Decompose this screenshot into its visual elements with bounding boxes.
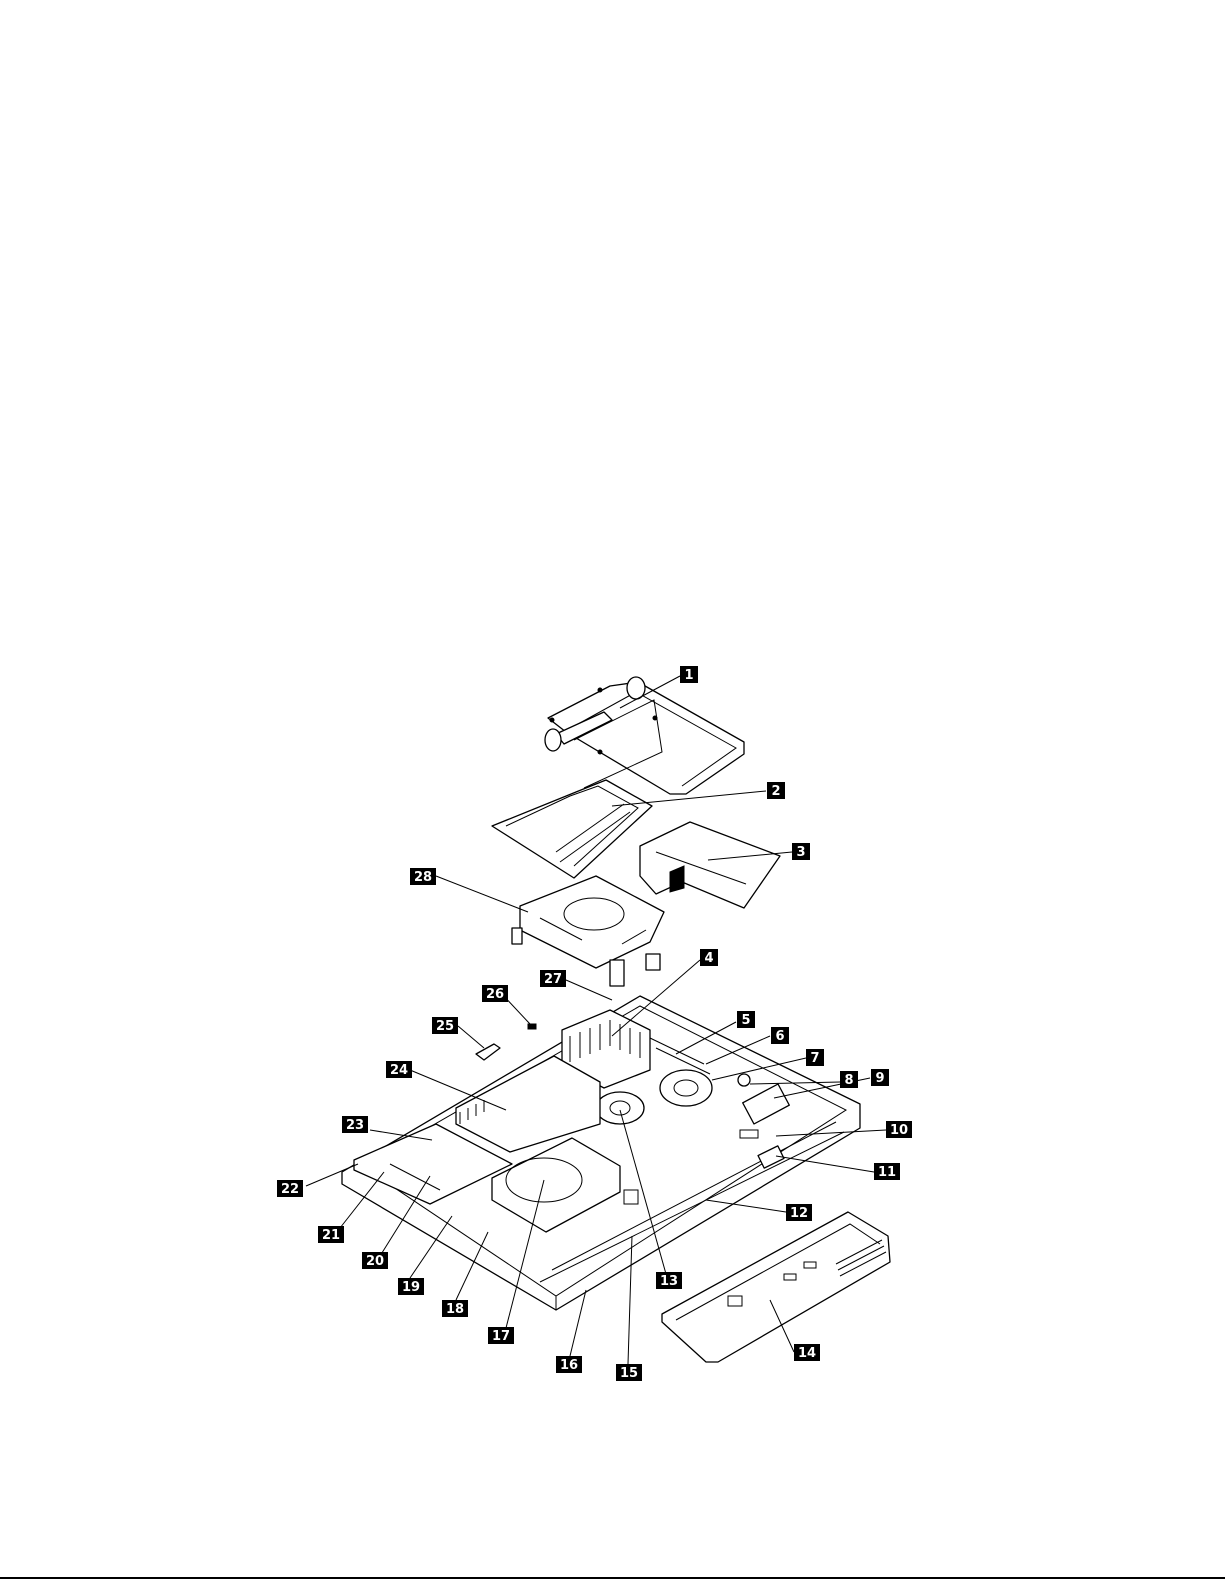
callout-12: 12 [786,1204,812,1221]
callout-16: 16 [556,1356,582,1373]
callout-label: 23 [346,1118,364,1133]
callout-14: 14 [794,1344,820,1361]
callout-17: 17 [488,1327,514,1344]
callout-label: 9 [875,1071,884,1086]
callout-label: 2 [771,784,780,799]
callout-7: 7 [806,1049,824,1066]
callout-5: 5 [737,1011,755,1028]
callout-11: 11 [874,1163,900,1180]
callout-label: 13 [660,1274,678,1289]
callout-label: 12 [790,1206,808,1221]
callout-label: 15 [620,1366,638,1381]
footer-rule [0,1577,1225,1579]
callout-13: 13 [656,1272,682,1289]
callout-label: 28 [414,870,432,885]
callout-21: 21 [318,1226,344,1243]
callout-25: 25 [432,1017,458,1034]
callout-28: 28 [410,868,436,885]
callout-label: 8 [844,1073,853,1088]
callout-label: 7 [810,1051,819,1066]
callout-label: 27 [544,972,562,987]
callout-label: 21 [322,1228,340,1243]
callout-6: 6 [771,1027,789,1044]
part-25-26-small-parts [476,1024,536,1060]
callout-label: 17 [492,1329,510,1344]
callout-20: 20 [362,1252,388,1269]
callout-label: 5 [741,1013,750,1028]
callout-26: 26 [482,985,508,1002]
callout-label: 3 [796,845,805,860]
callout-label: 16 [560,1358,578,1373]
callout-15: 15 [616,1364,642,1381]
callout-label: 10 [890,1123,908,1138]
callout-27: 27 [540,970,566,987]
part-2-heat-spreader [492,780,652,878]
callout-label: 24 [390,1063,408,1078]
callout-label: 22 [281,1182,299,1197]
callout-22: 22 [277,1180,303,1197]
callout-label: 18 [446,1302,464,1317]
callout-label: 20 [366,1254,384,1269]
part-14-rear-cover [662,1212,890,1362]
part-28-bracket [512,876,664,986]
callout-label: 1 [684,668,693,683]
callout-label: 6 [775,1029,784,1044]
callout-9: 9 [871,1069,889,1086]
callout-label: 11 [878,1165,896,1180]
callout-label: 26 [486,987,504,1002]
callout-3: 3 [792,843,810,860]
callout-4: 4 [700,949,718,966]
callout-label: 14 [798,1346,816,1361]
callout-10: 10 [886,1121,912,1138]
callout-label: 19 [402,1280,420,1295]
callout-8: 8 [840,1071,858,1088]
callout-19: 19 [398,1278,424,1295]
callout-23: 23 [342,1116,368,1133]
callout-24: 24 [386,1061,412,1078]
callout-label: 4 [704,951,713,966]
callout-label: 25 [436,1019,454,1034]
part-3-duct [640,822,780,908]
callout-18: 18 [442,1300,468,1317]
callout-2: 2 [767,782,785,799]
callout-1: 1 [680,666,698,683]
